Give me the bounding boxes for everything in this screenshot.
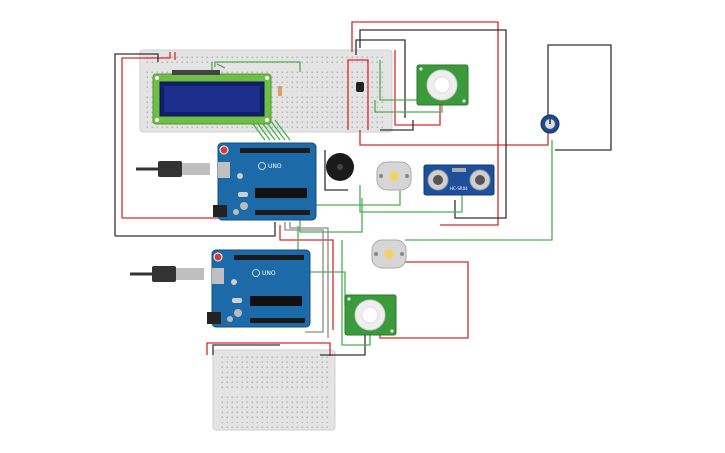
wire-red	[379, 261, 469, 339]
transistor[interactable]	[356, 82, 364, 92]
lcd-display[interactable]	[152, 70, 272, 125]
dc-motor-icon[interactable]	[376, 161, 412, 191]
wire-green	[249, 119, 281, 141]
wire-red	[279, 225, 334, 330]
resistor[interactable]	[278, 86, 282, 96]
wire-black	[355, 39, 406, 118]
arduino-uno-top[interactable]: UNO	[213, 142, 317, 221]
wire-red	[394, 50, 441, 126]
wire-red	[121, 52, 171, 218]
wire-green	[214, 61, 301, 72]
usb-plug-icon[interactable]	[136, 161, 210, 177]
wire-black	[359, 29, 507, 219]
pir-dome-icon[interactable]	[344, 294, 397, 336]
wire-green	[269, 119, 291, 141]
wire-black	[547, 44, 612, 151]
wire-green	[374, 100, 443, 113]
ultrasonic-sensor[interactable]: HC-SR04	[423, 164, 495, 196]
wire-gray	[216, 63, 226, 69]
wire-black	[114, 53, 159, 236]
wire-black	[320, 330, 366, 356]
wires	[114, 21, 612, 356]
wire-red	[351, 21, 499, 226]
dc-motor-icon[interactable]	[371, 239, 407, 269]
wire-green	[379, 60, 418, 101]
wire-green	[405, 140, 553, 241]
arduino-uno-bottom[interactable]: UNO	[207, 249, 311, 328]
wire-black	[380, 120, 414, 131]
wire-gray	[284, 222, 324, 333]
wire-red	[347, 59, 369, 130]
usb-plug-icon[interactable]	[130, 266, 204, 282]
buzzer-icon[interactable]	[326, 153, 354, 181]
wire-red	[359, 130, 549, 146]
wire-green	[297, 226, 346, 305]
breadboard-lower[interactable]	[212, 349, 336, 431]
potentiometer-icon[interactable]	[540, 114, 560, 134]
wire-black	[324, 150, 348, 191]
wire-green	[299, 198, 363, 233]
uno-label-top: UNO	[268, 163, 282, 170]
wire-green	[359, 185, 463, 213]
wire-gray	[289, 222, 329, 338]
uno-label-bottom: UNO	[262, 270, 276, 277]
ultrasonic-model-label: HC-SR04	[450, 186, 468, 191]
wire-green	[341, 240, 371, 346]
wire-black	[212, 344, 280, 355]
wire-black	[115, 222, 276, 237]
wire-red	[206, 342, 331, 356]
pir-dome-icon[interactable]	[416, 64, 469, 106]
